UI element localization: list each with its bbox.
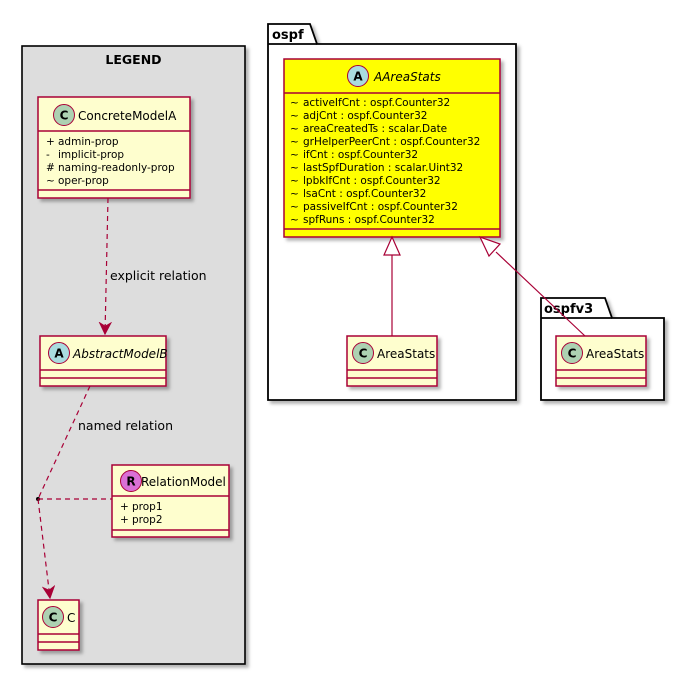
class-name: C bbox=[67, 611, 75, 625]
member-visibility: ~ bbox=[290, 136, 299, 148]
abstract-stereotype-icon bbox=[347, 65, 369, 87]
member-text: oper-prop bbox=[58, 175, 109, 187]
member-visibility: # bbox=[46, 162, 55, 174]
member-text: ifCnt : ospf.Counter32 bbox=[303, 149, 418, 161]
member-text: lastSpfDuration : scalar.Uint32 bbox=[303, 162, 463, 174]
class-relationmodel[interactable]: R RelationModel + prop1 + prop2 bbox=[111, 464, 230, 538]
member-text: adjCnt : ospf.Counter32 bbox=[303, 110, 427, 122]
stereotype-letter: A bbox=[353, 70, 363, 84]
class-c[interactable]: C C bbox=[37, 599, 80, 651]
member-text: passiveIfCnt : ospf.Counter32 bbox=[303, 201, 458, 213]
stereotype-letter: C bbox=[568, 347, 577, 361]
member-visibility: + bbox=[120, 514, 129, 526]
class-stereotype-icon bbox=[561, 342, 583, 364]
member-text: areaCreatedTs : scalar.Date bbox=[303, 123, 447, 135]
member-visibility: ~ bbox=[290, 123, 299, 135]
edge-label: named relation bbox=[78, 418, 173, 433]
package-title: ospfv3 bbox=[544, 302, 593, 317]
class-name: AreaStats bbox=[586, 347, 644, 361]
member-visibility: ~ bbox=[46, 175, 55, 187]
member-text: admin-prop bbox=[58, 136, 119, 148]
member-text: lsaCnt : ospf.Counter32 bbox=[303, 188, 426, 200]
class-stereotype-icon bbox=[42, 606, 64, 628]
class-abstractmodelb[interactable]: A AbstractModelB bbox=[39, 335, 168, 387]
member-text: grHelperPeerCnt : ospf.Counter32 bbox=[303, 136, 480, 148]
member-visibility: - bbox=[46, 149, 50, 161]
member-text: implicit-prop bbox=[58, 149, 124, 161]
class-name: AbstractModelB bbox=[72, 347, 168, 361]
edge-inheritance-ospfv3 bbox=[478, 235, 586, 337]
class-name: AreaStats bbox=[377, 347, 435, 361]
member-text: naming-readonly-prop bbox=[58, 162, 175, 174]
stereotype-letter: A bbox=[54, 347, 64, 361]
stereotype-letter: C bbox=[359, 347, 368, 361]
stereotype-letter: C bbox=[60, 109, 69, 123]
class-name: AAreaStats bbox=[373, 70, 441, 84]
member-text: lpbkIfCnt : ospf.Counter32 bbox=[303, 175, 441, 187]
package-title: ospf bbox=[272, 28, 304, 43]
member-visibility: + bbox=[120, 501, 129, 513]
legend-title: LEGEND bbox=[105, 52, 161, 67]
class-stereotype-icon bbox=[53, 104, 75, 126]
class-aareastats[interactable]: A AAreaStats ~ activeIfCnt : ospf.Counte… bbox=[283, 58, 501, 238]
member-text: prop2 bbox=[132, 514, 163, 526]
edge-inheritance-ospf bbox=[383, 235, 401, 336]
member-list: ~ activeIfCnt : ospf.Counter32 ~ adjCnt … bbox=[290, 97, 480, 226]
member-visibility: + bbox=[46, 136, 55, 148]
edge-explicit-relation: explicit relation bbox=[105, 197, 207, 334]
relation-stereotype-icon bbox=[120, 470, 142, 492]
member-text: prop1 bbox=[132, 501, 163, 513]
class-ospf-areastats[interactable]: C AreaStats bbox=[346, 335, 438, 387]
member-visibility: ~ bbox=[290, 110, 299, 122]
class-stereotype-icon bbox=[352, 342, 374, 364]
edge-named-relation: named relation bbox=[36, 385, 173, 598]
abstract-stereotype-icon bbox=[48, 342, 70, 364]
member-visibility: ~ bbox=[290, 97, 299, 109]
class-ospfv3-areastats[interactable]: C AreaStats bbox=[555, 335, 647, 387]
member-text: activeIfCnt : ospf.Counter32 bbox=[303, 97, 450, 109]
member-visibility: ~ bbox=[290, 201, 299, 213]
stereotype-letter: C bbox=[49, 611, 58, 625]
member-visibility: ~ bbox=[290, 214, 299, 226]
class-concretemodela[interactable]: C ConcreteModelA + admin-prop - implicit… bbox=[37, 96, 191, 199]
class-name: RelationModel bbox=[141, 475, 226, 489]
stereotype-letter: R bbox=[126, 475, 135, 489]
member-visibility: ~ bbox=[290, 175, 299, 187]
edge-label: explicit relation bbox=[110, 268, 207, 283]
member-list: + admin-prop - implicit-prop # naming-re… bbox=[46, 136, 175, 187]
member-text: spfRuns : ospf.Counter32 bbox=[303, 214, 435, 226]
class-name: ConcreteModelA bbox=[78, 109, 177, 123]
member-visibility: ~ bbox=[290, 188, 299, 200]
member-visibility: ~ bbox=[290, 162, 299, 174]
member-visibility: ~ bbox=[290, 149, 299, 161]
